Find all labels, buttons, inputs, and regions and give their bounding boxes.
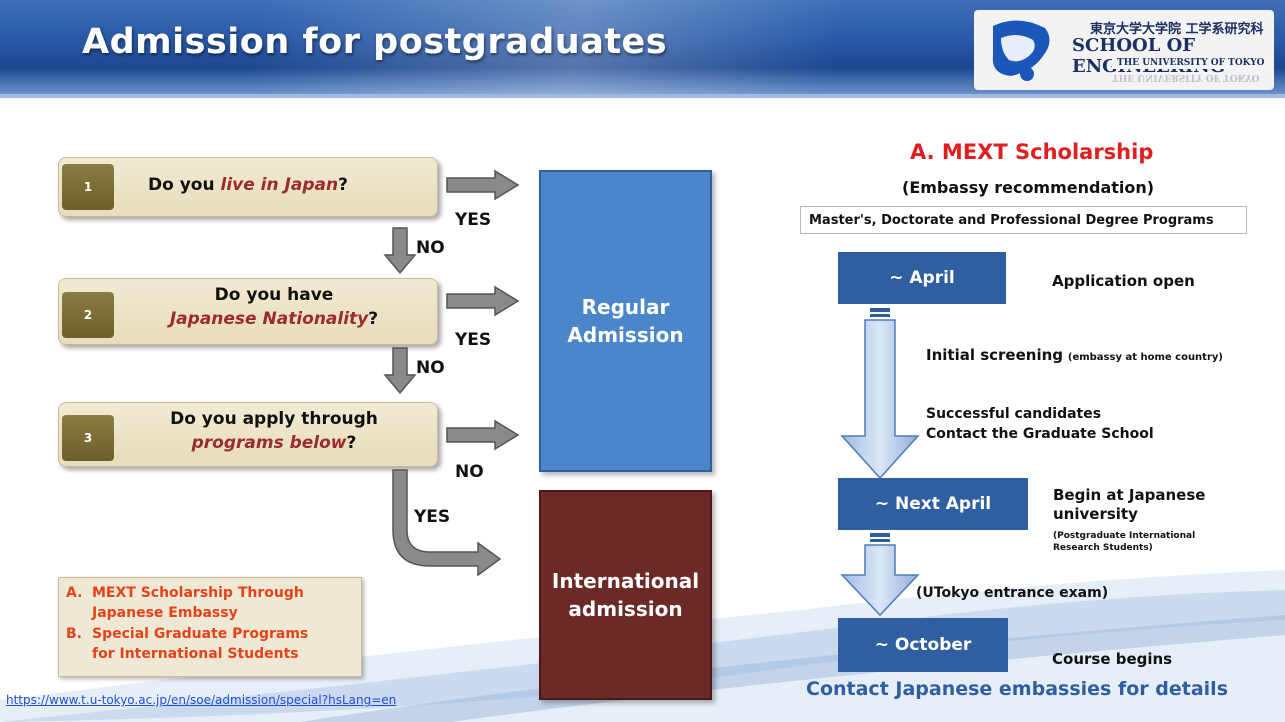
logo-mark-icon xyxy=(992,20,1050,81)
no-label-2: NO xyxy=(416,358,445,378)
question-2-box xyxy=(58,278,438,345)
down-arrow-icon xyxy=(383,347,417,395)
regular-admission-line2: Admission xyxy=(567,323,684,347)
question-3-number: 3 xyxy=(62,415,114,461)
question-1-number: 1 xyxy=(62,164,114,210)
logo-university-reflection: THE UNIVERSITY OF TOKYO xyxy=(1112,72,1260,82)
international-admission-box: International admission xyxy=(539,490,712,700)
down-arrow-icon xyxy=(383,227,417,275)
step-april: ~ April xyxy=(838,252,1006,304)
question-1-text: Do you live in Japan? xyxy=(148,175,348,195)
mext-programs: Master's, Doctorate and Professional Deg… xyxy=(800,206,1247,234)
header-divider xyxy=(0,94,1285,98)
question-3-box xyxy=(58,402,438,467)
mext-footer: Contact Japanese embassies for details xyxy=(806,678,1228,700)
entrance-exam: (UTokyo entrance exam) xyxy=(916,585,1109,601)
yes-label-3: YES xyxy=(414,507,451,527)
right-arrow-icon xyxy=(446,419,520,451)
course-begins: Course begins xyxy=(1052,650,1173,668)
curved-arrow-icon xyxy=(392,469,502,577)
programs-box xyxy=(58,577,362,677)
no-label-3: NO xyxy=(455,462,484,482)
question-2-text: Do you have Japanese Nationality? xyxy=(169,285,379,329)
question-3-text: Do you apply through programs below? xyxy=(170,409,378,453)
international-admission-line1: International xyxy=(551,569,700,593)
regular-admission-line1: Regular xyxy=(581,295,670,319)
page-title: Admission for postgraduates xyxy=(82,22,668,62)
yes-label-1: YES xyxy=(455,210,492,230)
step-october: ~ October xyxy=(838,618,1008,672)
logo-kanji: 東京大学大学院 工学系研究科 xyxy=(1090,22,1264,37)
right-arrow-icon xyxy=(446,285,520,317)
right-arrow-icon xyxy=(446,169,520,201)
successful-candidates: Successful candidates Contact the Gradua… xyxy=(926,406,1154,442)
yes-label-2: YES xyxy=(455,330,492,350)
logo-school: SCHOOL OF ENGINEERING xyxy=(1072,35,1225,77)
application-open: Application open xyxy=(1052,272,1195,290)
program-b: B.Special Graduate Programs for Internat… xyxy=(66,626,309,662)
timeline-arrow-icon xyxy=(840,533,920,617)
mext-subtitle: (Embassy recommendation) xyxy=(902,178,1155,197)
step-next-april: ~ Next April xyxy=(838,478,1028,530)
no-label-1: NO xyxy=(416,238,445,258)
admission-link[interactable]: https://www.t.u-tokyo.ac.jp/en/soe/admis… xyxy=(6,693,397,707)
initial-screening: Initial screening (embassy at home count… xyxy=(926,346,1223,364)
mext-title: A. MEXT Scholarship xyxy=(910,140,1154,164)
regular-admission-box: Regular Admission xyxy=(539,170,712,472)
postgraduate-note: (Postgraduate International Research Stu… xyxy=(1053,531,1196,553)
program-a: A.MEXT Scholarship Through Japanese Emba… xyxy=(66,585,304,621)
question-1-box xyxy=(58,157,438,217)
question-2-number: 2 xyxy=(62,292,114,338)
logo-university: THE UNIVERSITY OF TOKYO xyxy=(1112,57,1270,69)
international-admission-line2: admission xyxy=(568,597,683,621)
flow-arrows xyxy=(383,169,520,577)
timeline-arrow-icon xyxy=(840,308,920,480)
begin-university: Begin at Japanese university xyxy=(1053,486,1206,523)
